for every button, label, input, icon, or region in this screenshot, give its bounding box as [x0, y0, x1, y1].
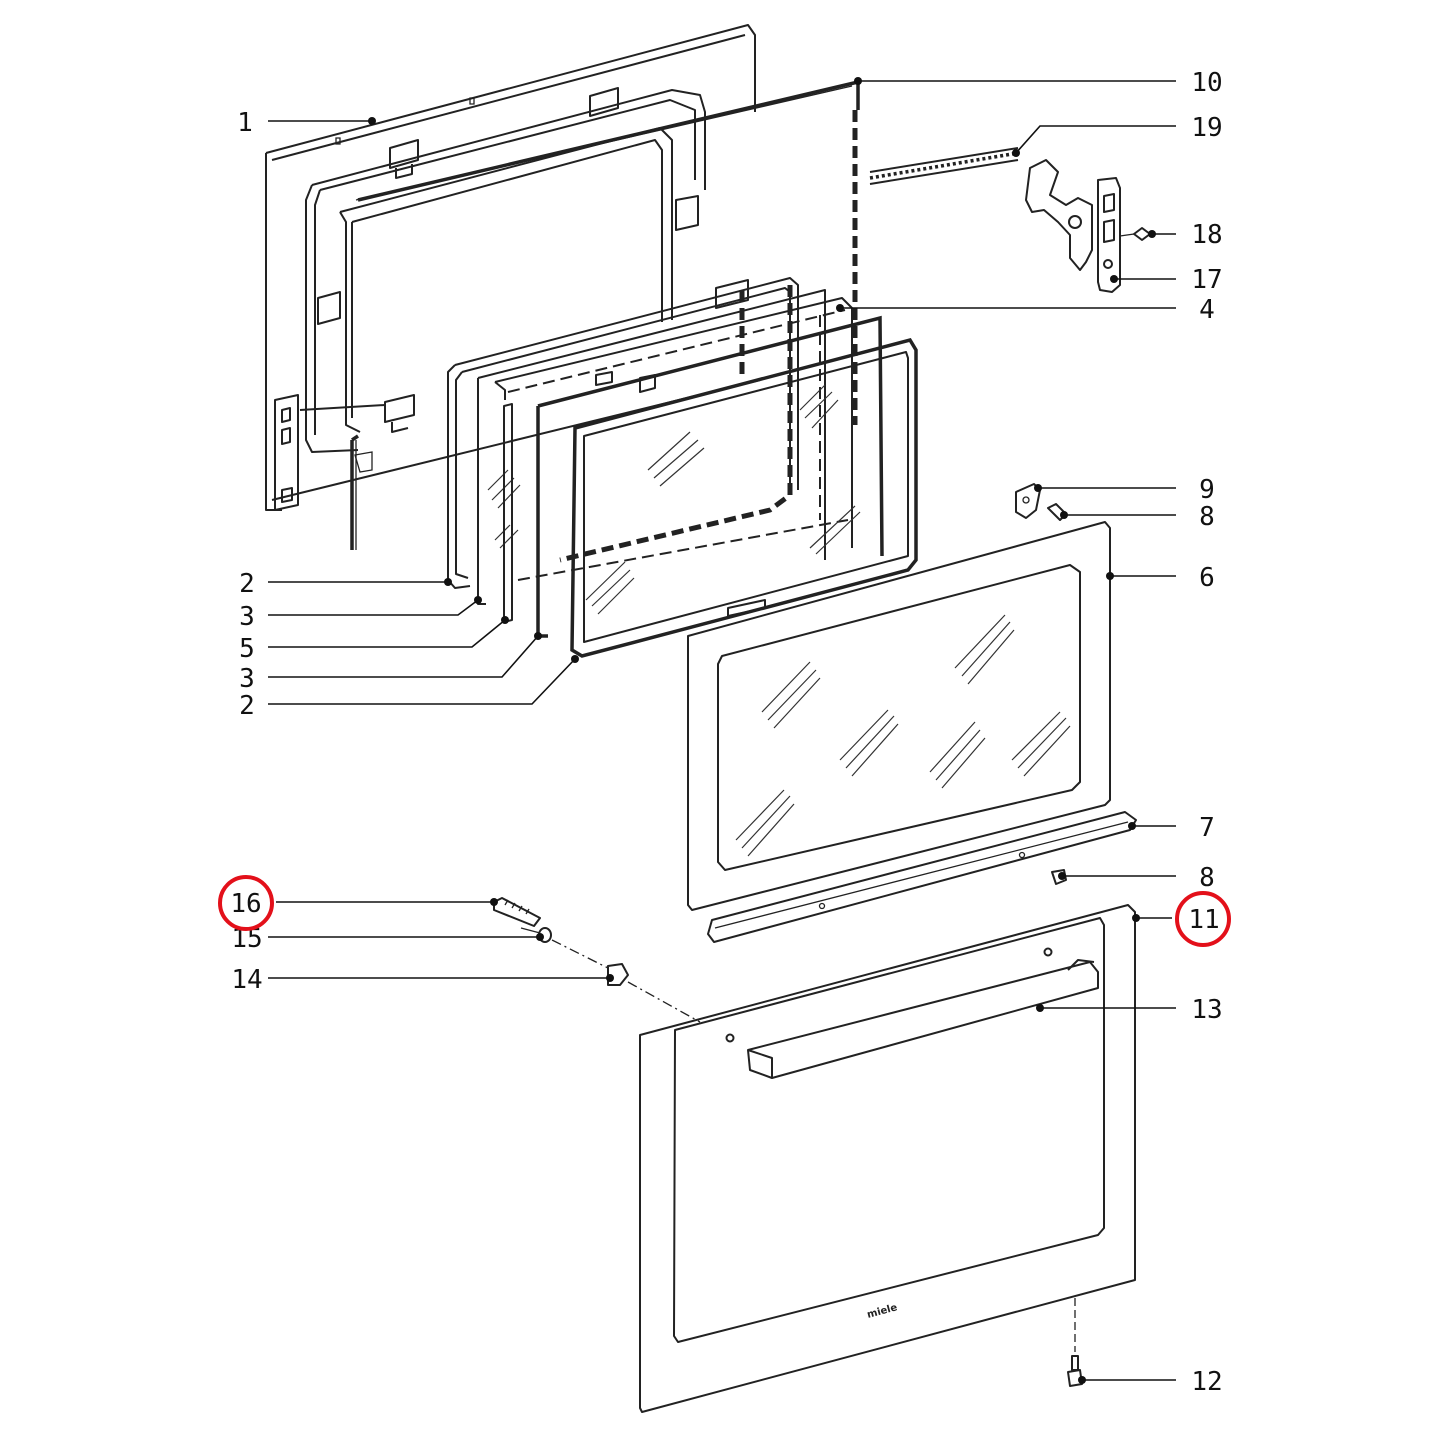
door-seal — [350, 79, 860, 550]
fasteners — [493, 227, 1151, 1387]
outer-glass-panel — [687, 521, 1111, 911]
label-part-1[interactable]: 1 — [237, 108, 253, 138]
highlight-markers — [218, 875, 1231, 947]
part-labels: 1 10 19 18 17 4 9 8 6 2 3 5 3 2 7 8 16 1… — [230, 68, 1222, 1397]
hinge-assembly — [1025, 159, 1121, 293]
label-part-5[interactable]: 5 — [239, 634, 255, 664]
label-part-6[interactable]: 6 — [1199, 563, 1215, 593]
outer-door-panel: miele — [639, 904, 1136, 1413]
label-part-18[interactable]: 18 — [1191, 220, 1222, 250]
trim-strip — [707, 811, 1137, 943]
highlight-circle-16 — [218, 875, 274, 931]
gasket-frame-front — [570, 337, 918, 658]
brand-mark: miele — [866, 1302, 899, 1321]
label-part-3-front[interactable]: 3 — [239, 664, 255, 694]
label-part-8-lower[interactable]: 8 — [1199, 863, 1215, 893]
small-bracket — [1015, 483, 1041, 519]
label-part-2-rear[interactable]: 2 — [239, 569, 255, 599]
label-part-14[interactable]: 14 — [231, 965, 262, 995]
label-part-11[interactable]: 11 — [1188, 905, 1219, 935]
label-part-19[interactable]: 19 — [1191, 113, 1222, 143]
label-part-9[interactable]: 9 — [1199, 475, 1215, 505]
label-part-4[interactable]: 4 — [1199, 295, 1215, 325]
glass-pane-rear — [477, 289, 826, 605]
label-part-13[interactable]: 13 — [1191, 995, 1222, 1025]
label-part-2-front[interactable]: 2 — [239, 691, 255, 721]
label-part-16[interactable]: 16 — [230, 889, 261, 919]
label-part-7[interactable]: 7 — [1199, 813, 1215, 843]
highlight-circle-11 — [1175, 891, 1231, 947]
gasket-frame-rear — [447, 277, 799, 589]
hinge-spring — [869, 147, 1019, 185]
label-part-12[interactable]: 12 — [1191, 1367, 1222, 1397]
side-strip — [503, 403, 513, 623]
leader-lines — [268, 77, 1176, 1384]
label-part-10[interactable]: 10 — [1191, 68, 1222, 98]
label-part-8-upper[interactable]: 8 — [1199, 502, 1215, 532]
label-part-17[interactable]: 17 — [1191, 265, 1222, 295]
glass-pane-front — [536, 315, 884, 638]
label-part-3-rear[interactable]: 3 — [239, 602, 255, 632]
